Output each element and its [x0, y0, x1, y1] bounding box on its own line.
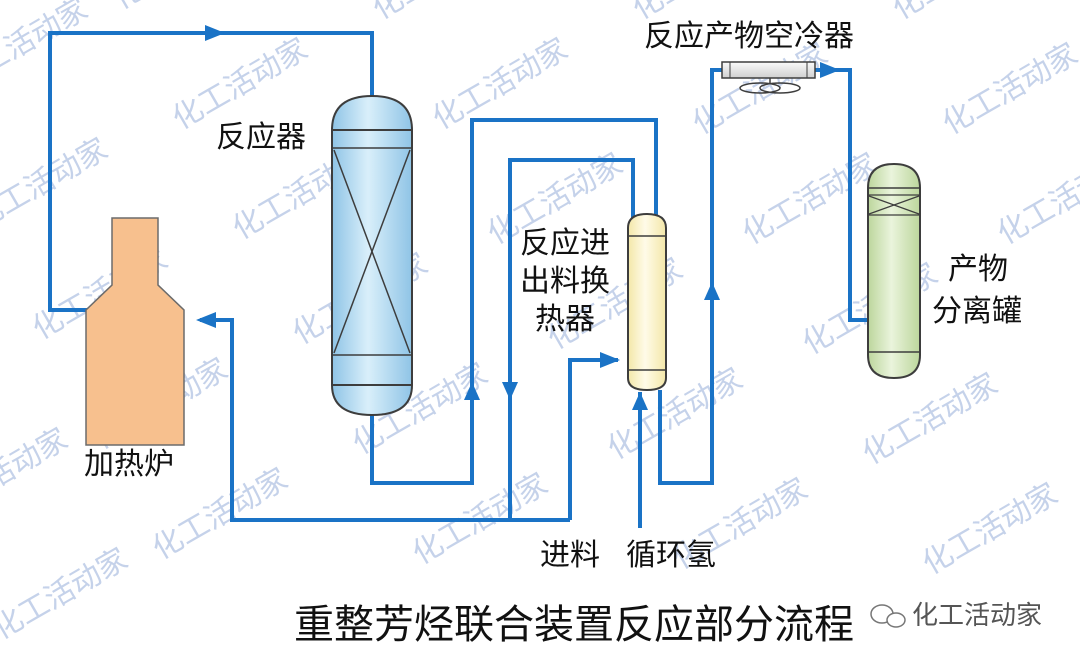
watermark-text: 化工活动家 [992, 147, 1080, 252]
watermark-text: 化工活动家 [887, 0, 1034, 27]
fan-icon [739, 78, 801, 94]
watermark-text: 化工活动家 [602, 362, 749, 467]
watermark-text: 化工活动家 [937, 37, 1080, 142]
cooler-tube [721, 61, 816, 79]
watermark-text: 化工活动家 [737, 147, 884, 252]
watermark-text: 化工活动家 [857, 367, 1004, 472]
signature-watermark: 化工活动家 [870, 601, 1042, 631]
signature-text: 化工活动家 [912, 601, 1042, 631]
labels: 反应器 加热炉 反应产物空冷器 反应进 出料换 热器 产物 分离罐 进料 循环氢 [84, 19, 1022, 573]
wechat-icon [870, 604, 906, 628]
product-separator [867, 162, 921, 380]
reactor [331, 94, 413, 417]
label-separator-line1: 产物 [948, 252, 1008, 287]
arrow-left-icon [196, 312, 216, 328]
label-separator-line2: 分离罐 [932, 294, 1022, 329]
heater-body [85, 217, 185, 446]
watermark-text: 化工活动家 [367, 0, 514, 27]
label-recycle-hydrogen: 循环氢 [626, 538, 716, 573]
feed-effluent-exchanger [627, 212, 667, 392]
diagram-title: 重整芳烃联合装置反应部分流程 [294, 602, 854, 648]
flow-exchanger-to-cooler [658, 68, 722, 485]
watermark-text: 化工活动家 [0, 0, 94, 97]
arrow-down-icon [502, 382, 518, 400]
separator-vessel [867, 162, 921, 380]
arrow-up-icon [704, 282, 720, 300]
flow-lines [48, 25, 868, 528]
label-heater: 加热炉 [84, 447, 174, 482]
heater [85, 217, 185, 446]
label-air-cooler: 反应产物空冷器 [644, 19, 854, 54]
label-exchanger-line1: 反应进 [520, 226, 610, 261]
arrow-up-icon [464, 382, 480, 400]
label-exchanger-line3: 热器 [535, 302, 595, 337]
label-feed: 进料 [540, 538, 600, 573]
arrow-right-icon [205, 25, 225, 41]
watermark-text: 化工活动家 [0, 542, 134, 647]
flow-reactor-to-exchanger [370, 118, 658, 485]
label-reactor: 反应器 [216, 120, 306, 155]
label-exchanger-line2: 出料换 [520, 264, 610, 299]
watermark-text: 化工活动家 [0, 132, 114, 237]
flow-heater-to-reactor [48, 31, 374, 312]
arrow-right-icon [820, 62, 840, 78]
arrow-right-icon [600, 352, 620, 368]
reactor-vessel [331, 94, 413, 417]
exchanger-vessel [627, 212, 667, 392]
air-cooler [721, 61, 816, 94]
watermark-text: 化工活动家 [917, 477, 1064, 582]
arrow-up-icon [632, 392, 648, 410]
watermark-text: 化工活动家 [107, 0, 254, 17]
watermark-text: 化工活动家 [0, 422, 74, 527]
